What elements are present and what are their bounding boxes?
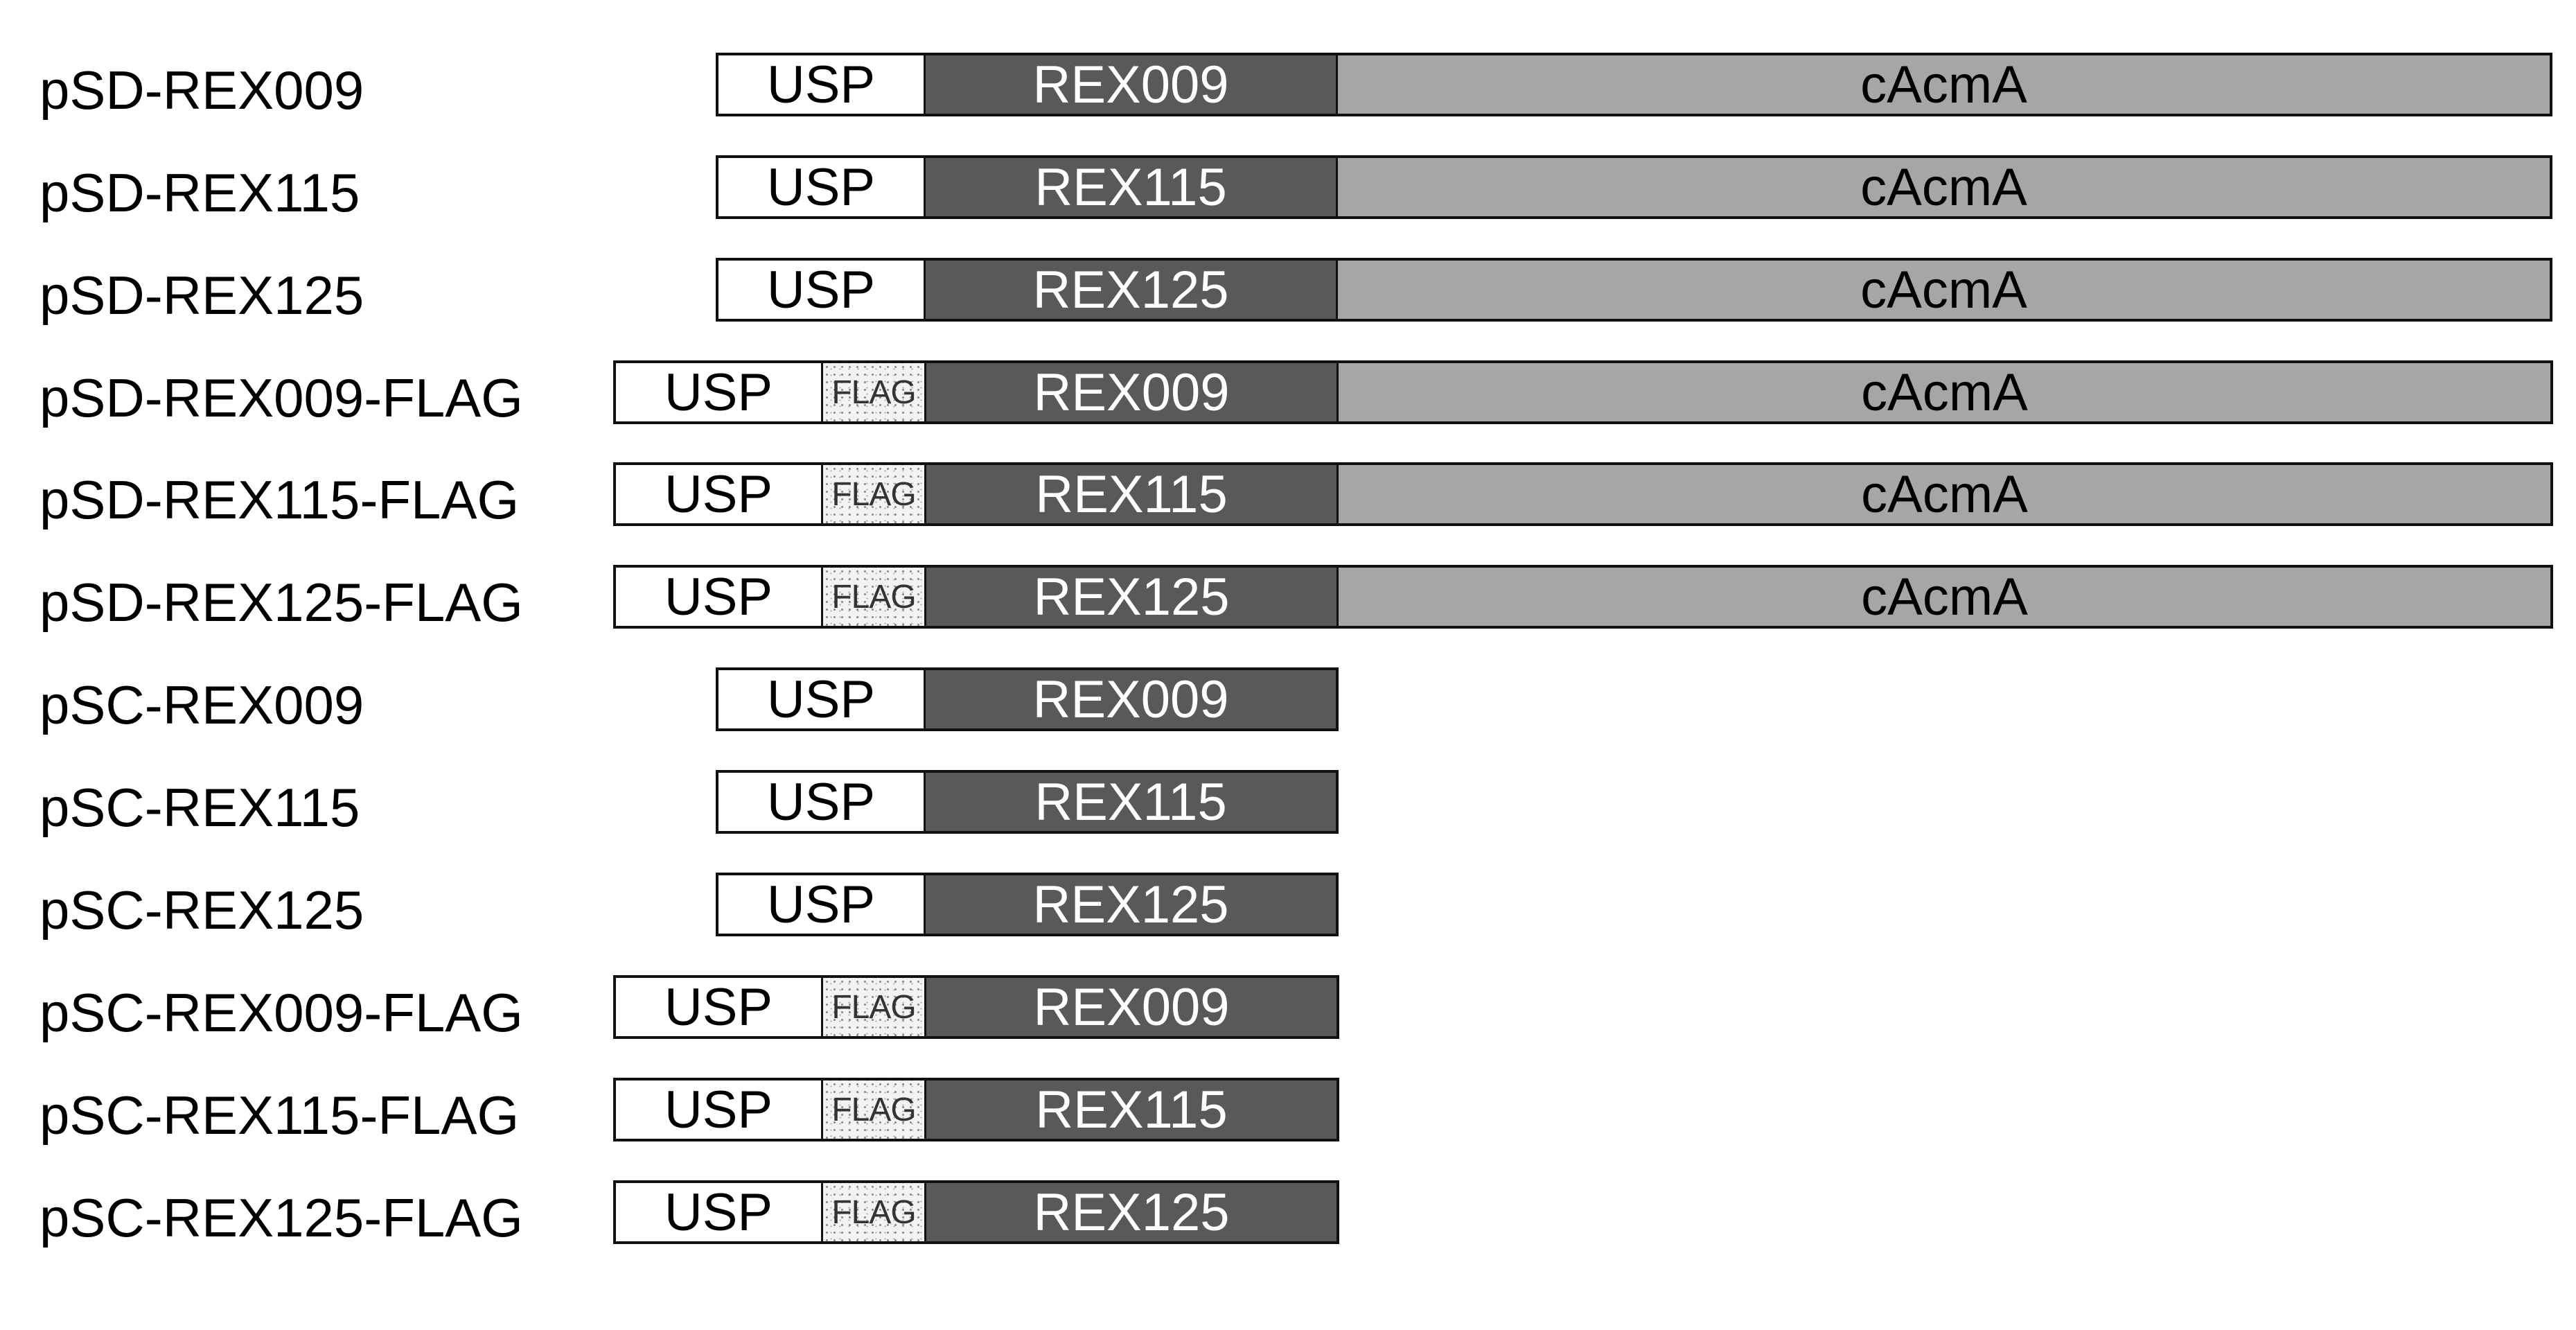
construct-row: pSC-REX125-FLAG USP FLAG REX125	[0, 1180, 2576, 1248]
rex-segment: REX125	[924, 568, 1336, 626]
usp-segment: USP	[616, 568, 821, 626]
usp-segment: USP	[616, 978, 821, 1036]
rex-segment: REX125	[924, 875, 1336, 934]
cacma-segment: cAcmA	[1336, 568, 2550, 626]
construct-row: pSC-REX009 USP REX009	[0, 667, 2576, 735]
usp-segment: USP	[616, 1080, 821, 1139]
rex-segment: REX115	[924, 158, 1336, 216]
construct-row: pSD-REX125-FLAG USP FLAG REX125 cAcmA	[0, 565, 2576, 633]
construct-bar: USP REX115	[716, 770, 1339, 834]
usp-segment: USP	[718, 261, 924, 319]
construct-row: pSD-REX115 USP REX115 cAcmA	[0, 155, 2576, 223]
construct-bar: USP REX009 cAcmA	[716, 53, 2552, 116]
cacma-segment: cAcmA	[1336, 158, 2550, 216]
flag-segment: FLAG	[821, 568, 924, 626]
construct-name: pSD-REX125	[39, 265, 364, 326]
construct-row: pSD-REX125 USP REX125 cAcmA	[0, 258, 2576, 326]
construct-bar: USP REX115 cAcmA	[716, 155, 2552, 219]
cacma-segment: cAcmA	[1336, 363, 2550, 421]
construct-row: pSC-REX125 USP REX125	[0, 873, 2576, 940]
construct-row: pSC-REX115-FLAG USP FLAG REX115	[0, 1078, 2576, 1146]
construct-bar: USP REX009	[716, 667, 1339, 731]
usp-segment: USP	[718, 158, 924, 216]
construct-bar: USP FLAG REX115 cAcmA	[613, 462, 2553, 526]
rex-segment: REX115	[924, 773, 1336, 831]
usp-segment: USP	[718, 55, 924, 114]
cacma-segment: cAcmA	[1336, 465, 2550, 523]
rex-segment: REX009	[924, 363, 1336, 421]
construct-name: pSC-REX125	[39, 880, 364, 940]
construct-name: pSD-REX009-FLAG	[39, 367, 523, 428]
rex-segment: REX115	[924, 465, 1336, 523]
rex-segment: REX125	[924, 1183, 1336, 1241]
construct-name: pSD-REX125-FLAG	[39, 572, 523, 633]
construct-bar: USP REX125	[716, 873, 1339, 936]
construct-bar: USP FLAG REX125 cAcmA	[613, 565, 2553, 629]
construct-name: pSC-REX115-FLAG	[39, 1085, 520, 1146]
rex-segment: REX009	[924, 55, 1336, 114]
rex-segment: REX009	[924, 670, 1336, 728]
construct-row: pSC-REX009-FLAG USP FLAG REX009	[0, 975, 2576, 1043]
construct-bar: USP FLAG REX115	[613, 1078, 1339, 1141]
construct-row: pSC-REX115 USP REX115	[0, 770, 2576, 838]
rex-segment: REX125	[924, 261, 1336, 319]
construct-name: pSC-REX125-FLAG	[39, 1187, 523, 1248]
rex-segment: REX115	[924, 1080, 1336, 1139]
construct-name: pSC-REX115	[39, 777, 360, 838]
cacma-segment: cAcmA	[1336, 261, 2550, 319]
flag-segment: FLAG	[821, 465, 924, 523]
usp-segment: USP	[616, 465, 821, 523]
construct-bar: USP REX125 cAcmA	[716, 258, 2552, 322]
construct-name: pSD-REX115-FLAG	[39, 469, 520, 530]
construct-row: pSD-REX115-FLAG USP FLAG REX115 cAcmA	[0, 462, 2576, 530]
construct-row: pSD-REX009 USP REX009 cAcmA	[0, 53, 2576, 121]
flag-segment: FLAG	[821, 363, 924, 421]
construct-bar: USP FLAG REX125	[613, 1180, 1339, 1244]
construct-bar: USP FLAG REX009 cAcmA	[613, 360, 2553, 424]
flag-segment: FLAG	[821, 1183, 924, 1241]
rex-segment: REX009	[924, 978, 1336, 1036]
construct-name: pSD-REX009	[39, 60, 364, 121]
flag-segment: FLAG	[821, 978, 924, 1036]
construct-bar: USP FLAG REX009	[613, 975, 1339, 1039]
usp-segment: USP	[718, 875, 924, 934]
usp-segment: USP	[616, 363, 821, 421]
usp-segment: USP	[616, 1183, 821, 1241]
usp-segment: USP	[718, 670, 924, 728]
usp-segment: USP	[718, 773, 924, 831]
cacma-segment: cAcmA	[1336, 55, 2550, 114]
flag-segment: FLAG	[821, 1080, 924, 1139]
construct-row: pSD-REX009-FLAG USP FLAG REX009 cAcmA	[0, 360, 2576, 428]
construct-name: pSD-REX115	[39, 162, 360, 223]
construct-name: pSC-REX009-FLAG	[39, 982, 523, 1043]
construct-name: pSC-REX009	[39, 674, 364, 735]
